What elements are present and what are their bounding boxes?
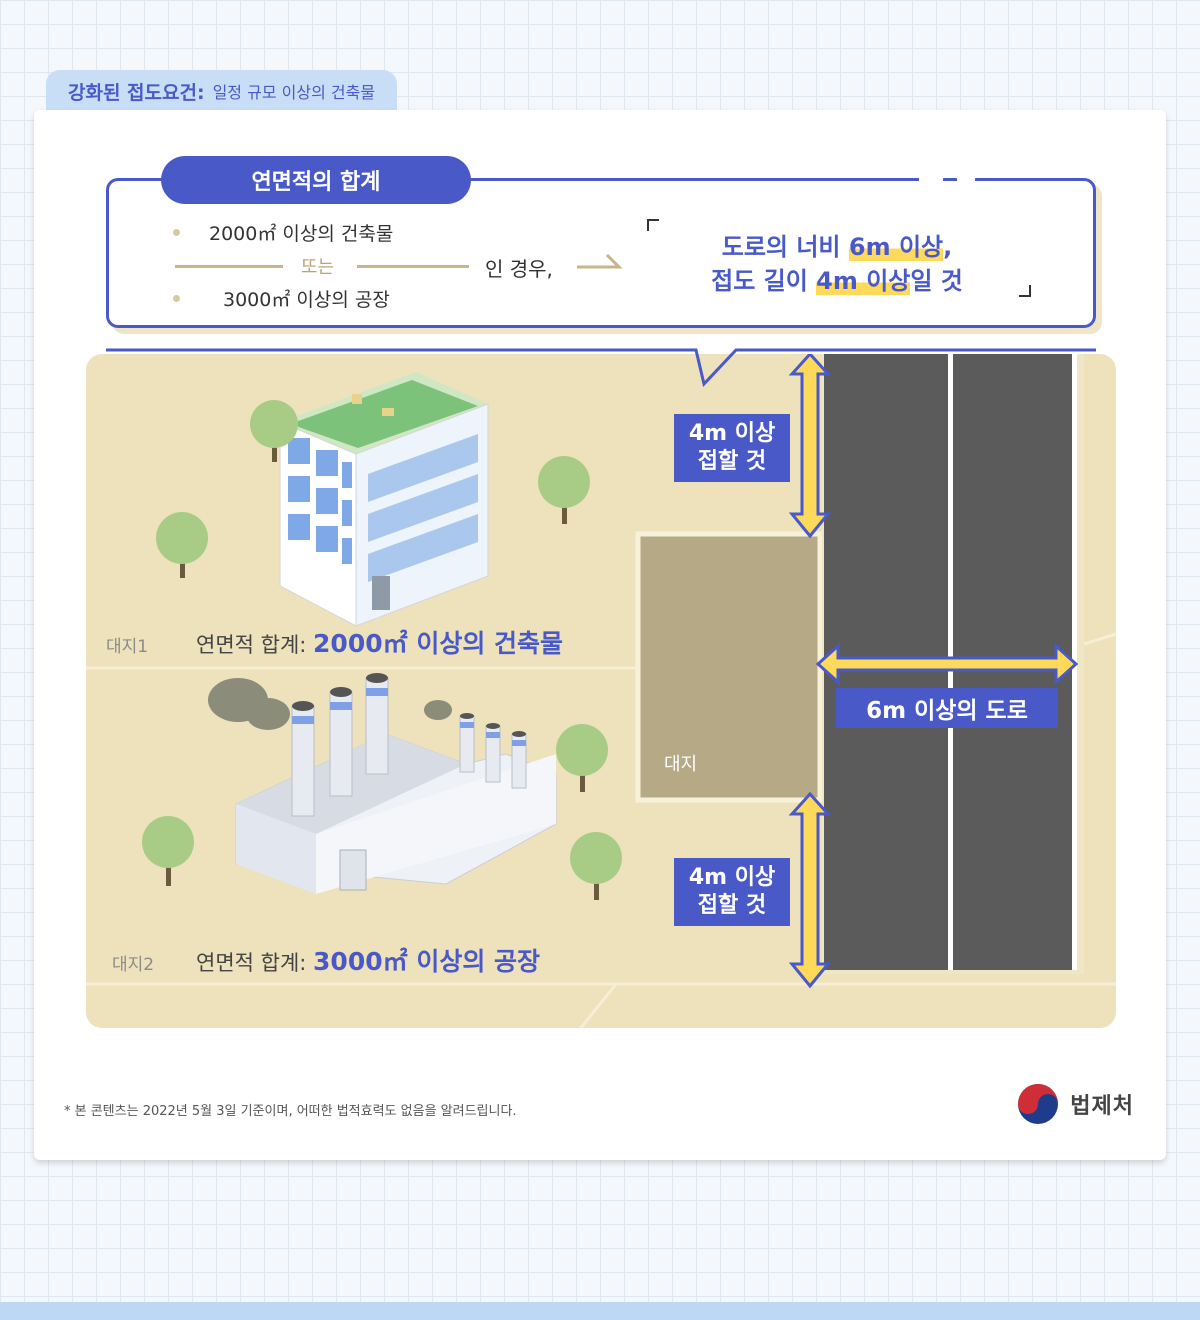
or-label: 또는 — [301, 257, 335, 278]
site1-small-label: 대지1 — [106, 637, 149, 657]
close-bracket-icon — [1019, 285, 1031, 297]
office-building — [279, 372, 489, 627]
header-tab: 강화된 접도요건: 일정 규모 이상의 건축물 — [46, 70, 398, 112]
condition-factory: 3000㎡ 이상의 공장 — [223, 289, 390, 311]
summary-title-pill: 연면적의 합계 — [161, 156, 471, 204]
factory-building — [208, 673, 557, 894]
summary-border-dash — [943, 178, 957, 181]
bullet-dot — [173, 229, 180, 236]
requirement-line-2: 접도 길이 4m 이상일 것 — [711, 267, 963, 295]
or-divider-right — [357, 265, 469, 268]
content-card: 연면적의 합계 2000㎡ 이상의 건축물 또는 3000㎡ 이상의 공장 인 … — [34, 110, 1166, 1160]
summary-pointer — [106, 348, 1096, 388]
or-divider-left — [175, 265, 283, 268]
footnote: * 본 콘텐츠는 2022년 5월 3일 기준이며, 어떠한 법적효력도 없음을… — [64, 1104, 517, 1119]
tree-icon — [142, 816, 194, 886]
bullet-dot — [173, 295, 180, 302]
logo-text: 법제처 — [1070, 1094, 1134, 1119]
open-bracket-icon — [647, 219, 659, 231]
road-width-tag: 6m 이상의 도로 — [836, 688, 1058, 728]
lot-parcel — [635, 531, 823, 803]
header-subtitle: 일정 규모 이상의 건축물 — [212, 83, 376, 102]
tree-icon — [250, 400, 298, 462]
scene-illustration — [86, 354, 1116, 1028]
requirement-line-1: 도로의 너비 6m 이상, — [721, 233, 953, 261]
logo: 법제처 — [1016, 1082, 1134, 1126]
condition-building: 2000㎡ 이상의 건축물 — [209, 223, 394, 245]
lot-label: 대지 — [664, 754, 698, 775]
government-emblem-icon — [1018, 1084, 1059, 1124]
illustration-scene: 대지1 연면적 합계: 2000㎡ 이상의 건축물 대지2 연면적 합계: 30… — [86, 354, 1116, 1028]
site1-label: 연면적 합계: 2000㎡ 이상의 건축물 — [196, 629, 564, 658]
summary-box: 연면적의 합계 2000㎡ 이상의 건축물 또는 3000㎡ 이상의 공장 인 … — [106, 156, 1096, 328]
horizontal-arrow-road — [815, 642, 1079, 686]
bottom-strip — [0, 1302, 1200, 1320]
tree-icon — [538, 456, 590, 524]
vertical-arrow-bottom — [788, 791, 832, 989]
right-arrow-icon — [577, 253, 623, 269]
vertical-arrow-top — [788, 354, 832, 539]
tree-icon — [570, 832, 622, 900]
site2-label: 연면적 합계: 3000㎡ 이상의 공장 — [196, 947, 541, 976]
header-title: 강화된 접도요건: — [68, 81, 205, 104]
site2-small-label: 대지2 — [112, 955, 155, 975]
tree-icon — [156, 512, 208, 578]
case-label: 인 경우, — [485, 257, 553, 281]
tree-icon — [556, 724, 608, 792]
